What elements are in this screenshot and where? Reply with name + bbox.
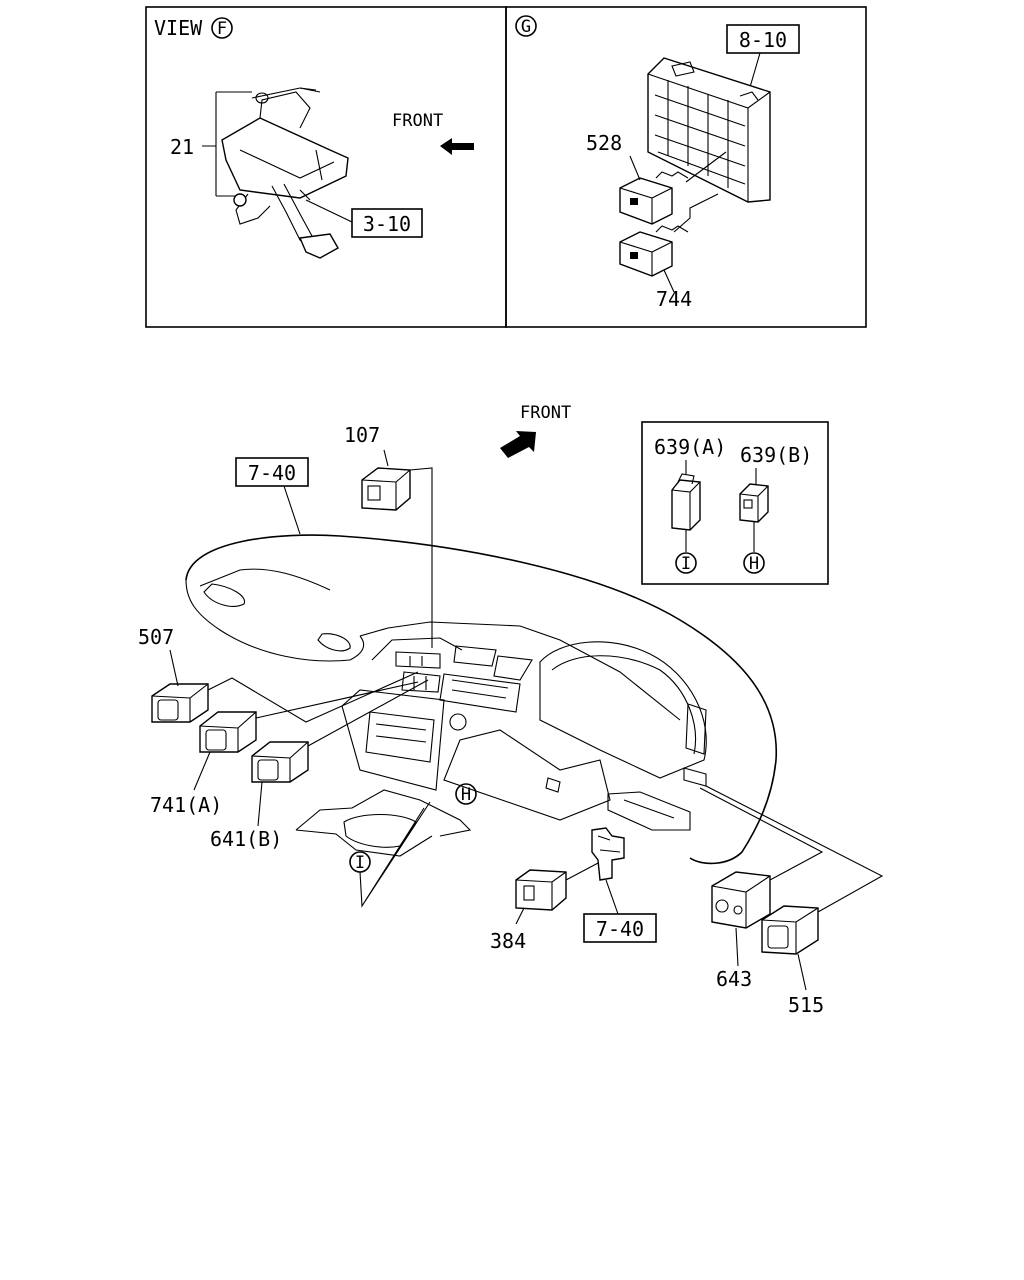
part-639b-label: 639(B) [740,443,812,467]
leader-circle-i [359,801,431,908]
part-515-label: 515 [788,993,824,1017]
inset-circle-h-letter: H [749,554,759,574]
pedal-bracket-illustration [221,87,349,259]
part-641b-label: 641(B) [210,827,282,851]
part-107-label: 107 [344,423,380,447]
relay-528-illustration [619,151,727,225]
ref-8-10-box [726,24,800,54]
ref-7-40-bottom-label: 7-40 [596,917,644,941]
front-arrow-icon [440,138,474,155]
leader-3-10 [305,199,353,223]
leader-744 [663,269,675,293]
main-circle-i-letter: I [355,853,365,873]
leader-515 [797,953,807,991]
ref-7-40-top-label: 7-40 [248,461,296,485]
view-g-frame [505,6,867,328]
part-507-label: 507 [138,625,174,649]
inset-circle-i [675,552,697,574]
switch-384-illustration [515,861,601,911]
main-circle-h-letter: H [461,785,471,805]
main-circle-h [455,783,477,805]
leader-21 [202,91,252,197]
leader-641b [257,781,263,827]
ref-8-10-label: 8-10 [739,28,787,52]
inset-639-frame [641,421,829,585]
switch-507-illustration [151,671,419,723]
switch-515-illustration [705,785,884,955]
view-f-front-label: FRONT [392,111,443,131]
leader-507 [169,649,179,687]
view-f-title: VIEW [154,16,203,40]
switch-643-illustration [699,787,824,929]
bracket-illustration [591,827,625,881]
part-741a-label: 741(A) [150,793,222,817]
view-f-circle [211,17,233,39]
inset-circle-i-letter: I [681,554,691,574]
inset-639-panel: 639(A) 639(B) I H [641,421,829,585]
ref-3-10-label: 3-10 [363,212,411,236]
switch-639a-illustration [671,473,701,531]
main-front-arrow-icon [500,431,536,458]
dashboard-illustration [185,534,777,865]
leader-7-40-top [283,485,301,535]
ref-7-40-bottom-box [583,913,657,943]
switch-107-illustration [361,467,433,648]
ref-3-10-box [351,208,423,238]
part-643-label: 643 [716,967,752,991]
view-g-circle [515,15,537,37]
main-front-label: FRONT [520,403,571,423]
part-21-label: 21 [170,135,194,159]
ref-7-40-top-box [235,457,309,487]
leader-7-40-bottom [605,879,619,915]
switch-741a-illustration [199,681,419,753]
switch-639b-illustration [739,483,769,523]
part-384-label: 384 [490,929,526,953]
leader-528 [629,155,641,181]
part-639a-label: 639(A) [654,435,726,459]
leader-107 [383,449,389,467]
view-f-panel: VIEW F FRONT 21 3-10 [145,6,507,328]
part-744-label: 744 [656,287,692,311]
view-g-panel: G 8-10 528 744 [505,6,867,328]
view-g-circle-letter: G [521,17,531,37]
switch-641b-illustration [251,679,429,783]
relay-744-illustration [619,193,719,277]
leader-741a [193,751,211,791]
leader-643 [735,927,739,967]
part-528-label: 528 [586,131,622,155]
view-f-circle-letter: F [217,19,227,39]
main-diagram: FRONT 107 7-40 [138,403,884,1017]
inset-circle-h [743,552,765,574]
leader-384 [515,907,525,925]
relay-block-illustration [647,57,771,203]
